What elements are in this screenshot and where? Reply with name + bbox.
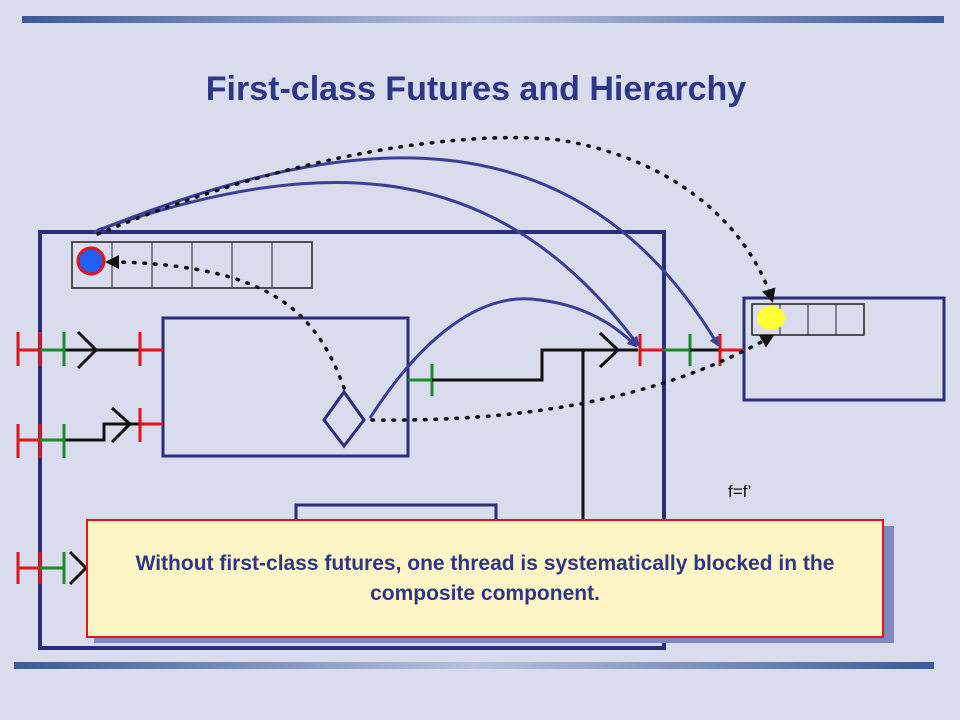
dotted-future-top [96, 135, 776, 303]
future-value-blue [76, 246, 106, 276]
right-interface [638, 334, 744, 366]
request-arrow-inner [97, 180, 640, 347]
bottom-divider [14, 662, 934, 669]
dotted-future-left [105, 255, 346, 390]
diamond-arrow [368, 297, 638, 419]
top-divider [22, 16, 944, 23]
callout-text: Without first-class futures, one thread … [135, 551, 835, 605]
left-interface-middle [16, 406, 163, 458]
wait-diamond [322, 389, 366, 449]
inner-binding [408, 331, 638, 525]
future-equality-label: f=f’ [728, 482, 752, 501]
inner-component-top [161, 316, 410, 458]
slide-title: First-class Futures and Hierarchy [205, 70, 747, 108]
request-arrow-outer [93, 156, 720, 347]
future-value-yellow [757, 306, 785, 330]
left-interface-bottom [16, 550, 89, 586]
left-interface-top [16, 330, 163, 370]
external-request-queue [751, 303, 865, 336]
callout-box: Without first-class futures, one thread … [86, 519, 884, 638]
composite-request-queue [71, 241, 313, 289]
